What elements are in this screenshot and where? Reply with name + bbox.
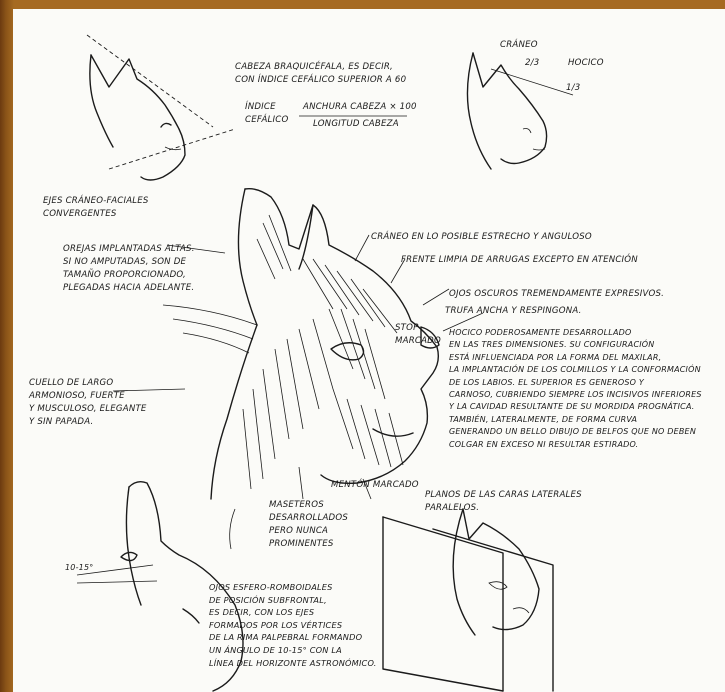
eyes-shape-note: Ojos esfero-romboidales de posición subf… <box>209 581 377 669</box>
profile-sketch-top-right <box>467 53 573 169</box>
chin-note: Mentón marcado <box>331 479 419 492</box>
skull-shape-note: Cráneo en lo posible estrecho y anguloso <box>371 231 592 244</box>
planes-note: Planos de las caras laterales paralelos. <box>425 489 582 515</box>
muzzle-label: Hocico <box>568 57 604 70</box>
axes-label: Ejes cráneo-faciales convergentes <box>43 195 149 221</box>
index-label: Índice cefálico <box>245 101 288 127</box>
forehead-note: Frente limpia de arrugas excepto en aten… <box>401 254 638 267</box>
cephalic-intro-text: Cabeza braquicéfala, es decir, con índic… <box>235 61 406 87</box>
sketch-sheet: Cabeza braquicéfala, es decir, con índic… <box>13 9 725 692</box>
ratio-skull: 2/3 <box>525 57 539 70</box>
muzzle-description: Hocico poderosamente desarrollado en las… <box>449 327 702 451</box>
skull-label: Cráneo <box>500 39 538 52</box>
ratio-muzzle: 1/3 <box>566 82 580 95</box>
skull-leader <box>355 235 369 261</box>
stop-note: Stop marcado <box>395 322 441 348</box>
angle-label: 10-15° <box>65 561 93 574</box>
masseters-note: Maseteros desarrollados pero nunca promi… <box>269 499 348 551</box>
ears-note: Orejas implantadas altas. Si no amputada… <box>63 243 195 295</box>
eyes-leader <box>423 289 449 305</box>
nose-note: Trufa ancha y respingona. <box>445 305 582 318</box>
index-numerator: Anchura cabeza × 100 <box>303 101 417 114</box>
masseter-leader <box>299 467 303 499</box>
eyes-note: Ojos oscuros tremendamente expresivos. <box>449 288 664 301</box>
parallel-planes-diagram <box>383 509 553 691</box>
profile-sketch-top-left <box>87 35 235 180</box>
index-denominator: Longitud cabeza <box>313 118 399 131</box>
neck-note: Cuello de largo armonioso, fuerte y musc… <box>29 377 147 429</box>
